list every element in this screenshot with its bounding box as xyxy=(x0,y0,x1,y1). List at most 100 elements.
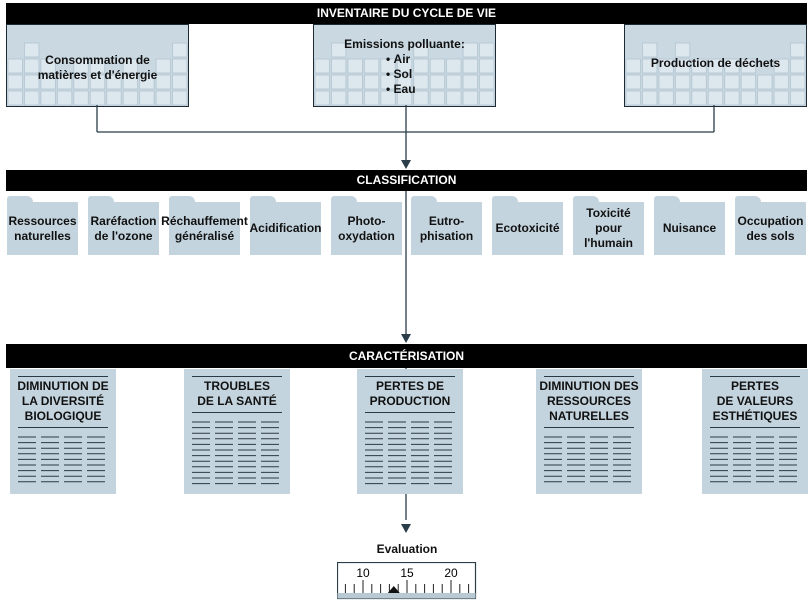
category-label-line: Nuisance xyxy=(662,221,717,235)
inventory-box-consumption-line-1: Consommation de xyxy=(45,53,150,67)
category-label-line: Photo- xyxy=(347,213,386,228)
category-label: Acidification xyxy=(249,202,322,255)
divider xyxy=(544,376,634,377)
bar-pattern xyxy=(625,42,806,106)
impact-title-line: PERTES xyxy=(730,379,779,393)
divider xyxy=(710,427,800,428)
category-label-line: Ressources xyxy=(8,213,77,228)
scale-label-20: 20 xyxy=(444,566,458,580)
divider xyxy=(365,376,455,377)
folder-tab-icon xyxy=(169,196,195,203)
category-label-line: phisation xyxy=(419,228,474,243)
bar-pattern xyxy=(7,42,188,106)
folder-tab-icon xyxy=(7,196,33,203)
arrow-down-icon xyxy=(401,524,411,533)
evaluation-scale: 10 15 20 xyxy=(337,562,477,600)
bullet-icon: • xyxy=(386,67,391,81)
folder-tab-icon xyxy=(492,196,518,203)
characterisation-title-bar: CARACTÉRISATION xyxy=(6,344,807,368)
inventory-box-emissions-heading: Emissions polluante: xyxy=(344,37,465,51)
folder-tab-icon xyxy=(573,196,599,203)
arrow-down-icon xyxy=(401,160,411,169)
folder-tab-icon xyxy=(411,196,437,203)
classification-title-bar: CLASSIFICATION xyxy=(6,170,807,191)
divider xyxy=(192,376,282,377)
characterisation-title: CARACTÉRISATION xyxy=(348,349,465,363)
impact-title-line: BIOLOGIQUE xyxy=(24,409,102,423)
category-folder: Ecotoxicité xyxy=(492,196,563,255)
scale-pointer-icon xyxy=(387,586,400,593)
impact-title-line: LA DIVERSITÉ xyxy=(21,394,105,408)
impact-title-line: NATURELLES xyxy=(549,409,629,423)
inventory-box-waste: Production de déchets xyxy=(624,24,807,107)
impact-title-line: DIMINUTION DES xyxy=(539,379,639,393)
folder-tab-icon xyxy=(88,196,114,203)
scale-label-10: 10 xyxy=(356,566,370,580)
divider xyxy=(544,427,634,428)
impact-title-line: DE VALEURS xyxy=(716,394,794,408)
emission-air: Air xyxy=(393,52,411,66)
category-label-line: généralisé xyxy=(174,228,235,243)
category-label-line: Toxicité xyxy=(586,206,631,220)
evaluation-label: Evaluation xyxy=(376,542,438,556)
bullet-icon: • xyxy=(386,52,391,66)
folder-tab-icon xyxy=(331,196,357,203)
category-label-line: naturelles xyxy=(14,228,71,243)
classification-title: CLASSIFICATION xyxy=(356,173,457,187)
inventory-title-bar: INVENTAIRE DU CYCLE DE VIE xyxy=(6,3,807,24)
category-label-line: Eutro- xyxy=(428,213,465,228)
impact-title-line: PERTES DE xyxy=(375,379,444,393)
inventory-title: INVENTAIRE DU CYCLE DE VIE xyxy=(316,6,497,20)
category-label-line: Acidification xyxy=(249,221,322,235)
category-label-line: Ecotoxicité xyxy=(495,221,560,235)
inventory-box-emissions: Emissions polluante: • Air • Sol • Eau xyxy=(313,24,496,107)
text-lines-pattern xyxy=(365,421,452,485)
category-label-line: des sols xyxy=(746,228,795,243)
category-label-line: Occupation xyxy=(737,213,804,228)
scale-label-15: 15 xyxy=(400,566,414,580)
impact-title-line: PRODUCTION xyxy=(369,394,451,408)
category-label: Eutro-phisation xyxy=(411,202,482,255)
inventory-box-waste-line-1: Production de déchets xyxy=(650,56,781,70)
category-label-line: l'humain xyxy=(584,236,633,250)
divider xyxy=(365,412,455,413)
text-lines-pattern xyxy=(192,421,279,485)
category-folder: Nuisance xyxy=(654,196,725,255)
text-lines-pattern xyxy=(18,436,105,483)
text-lines-pattern xyxy=(544,436,631,483)
category-label: Ecotoxicité xyxy=(492,202,563,255)
category-label-line: Réchauffement xyxy=(161,213,248,228)
inventory-box-consumption: Consommation de matières et d'énergie xyxy=(6,24,189,107)
emission-sol: Sol xyxy=(393,67,413,81)
divider xyxy=(18,427,108,428)
category-label-line: oxydation xyxy=(338,228,395,243)
bar-pattern xyxy=(314,42,495,106)
category-folder: Photo-oxydation xyxy=(331,196,402,255)
divider xyxy=(192,412,282,413)
category-label: Nuisance xyxy=(654,202,725,255)
impact-title-line: TROUBLES xyxy=(204,379,270,393)
folder-tab-icon xyxy=(654,196,680,203)
bullet-icon: • xyxy=(386,82,391,96)
emission-eau: Eau xyxy=(393,82,416,96)
impact-title-line: RESSOURCES xyxy=(546,394,632,408)
arrow-down-icon xyxy=(401,334,411,343)
